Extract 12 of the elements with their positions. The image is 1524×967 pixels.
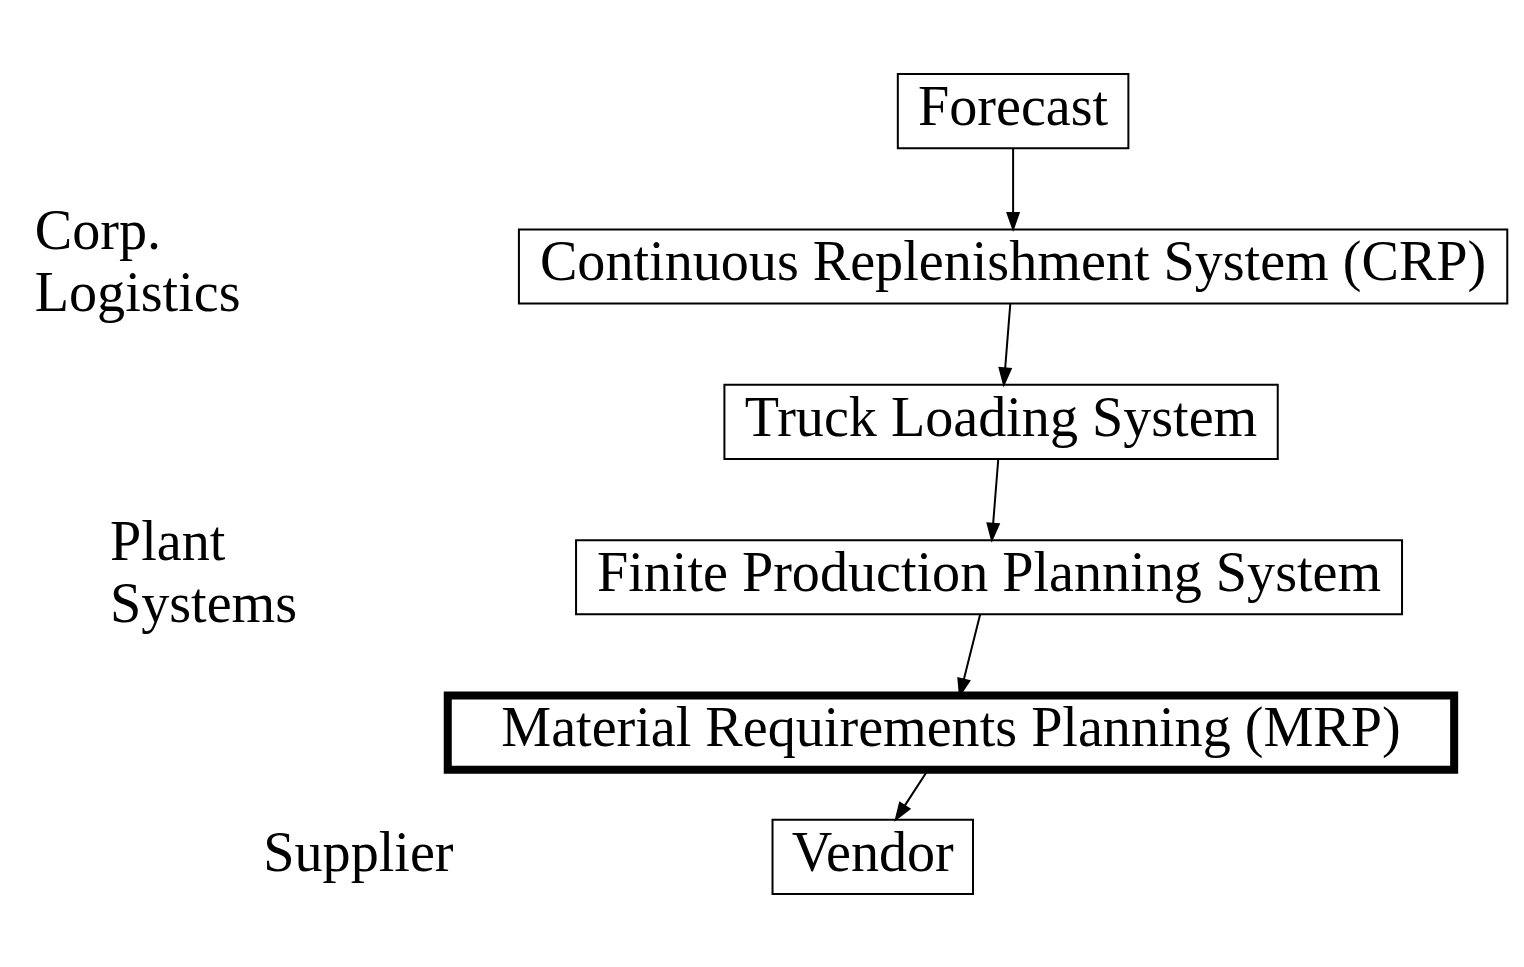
node-box: Truck Loading System [723, 383, 1279, 460]
arrow [1006, 146, 1021, 232]
arrow [986, 457, 1001, 543]
label: Corp. Logistics [34, 198, 241, 323]
node-box: Forecast [896, 72, 1130, 149]
node-box: Vendor [771, 818, 974, 895]
label: Supplier [263, 820, 454, 883]
node-box: Material Requirements Planning (MRP) [443, 691, 1459, 774]
node-box: Finite Production Planning System [575, 538, 1404, 615]
node-box: Continuous Replenishment System (CRP) [517, 227, 1509, 305]
arrow [998, 302, 1013, 387]
label: Plant Systems [109, 509, 298, 634]
